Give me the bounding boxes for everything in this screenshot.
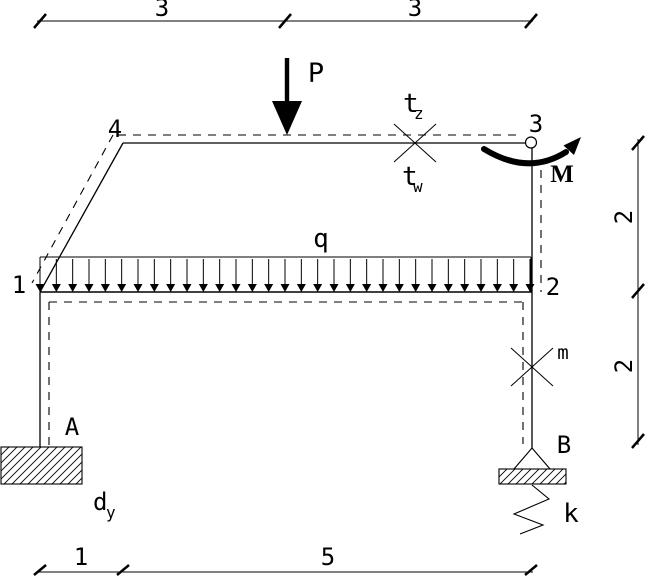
load-arrow-head [149,284,159,292]
frame-members [39,142,533,448]
support-a-direction-subscript: y [106,503,116,522]
load-arrow-head [378,284,388,292]
point-load-p: P [272,58,324,135]
spring-stiffness-label: k [563,499,579,529]
distributed-load-q: q [35,224,535,292]
node-label-1: 1 [12,271,26,299]
load-arrow-head [51,284,61,292]
moment-label: M [550,161,574,188]
node-labels: 1 2 3 4 [12,110,560,301]
point-load-shaft [284,58,290,103]
release-tw-label: t [402,162,418,192]
dimension-value: 5 [321,543,335,571]
support-b-block [498,468,567,485]
load-arrow-head [117,284,127,292]
spring-zigzag [512,484,551,535]
hinge-circle-node-3 [524,136,538,149]
support-a-direction-label: d [93,488,107,516]
moment-arc [481,146,569,167]
load-arrow-head [215,284,225,292]
load-arrow-head [394,284,404,292]
release-tz-subscript: z [414,104,424,123]
load-arrow-head [411,284,421,292]
support-a-label: A [65,413,80,441]
load-arrow-head [198,284,208,292]
dimension-value: 1 [74,543,88,571]
load-arrow-head [525,284,535,292]
load-arrow-head [362,284,372,292]
dimension-tick [278,13,292,29]
release-cross-m: m [510,342,569,387]
dimension-tick [631,433,645,449]
load-arrow-head [166,284,176,292]
dimension-value: 3 [155,0,169,22]
dimension-top: 3 3 [33,0,538,29]
release-cross-line [510,347,554,387]
axis-diagonal [31,134,114,284]
load-arrow-head [35,284,45,292]
release-tz-label: t [403,89,419,119]
distributed-load-arrows [35,259,535,292]
dimension-tick [524,13,538,29]
dimension-tick [116,564,130,576]
load-arrow-head [264,284,274,292]
load-arrow-head [345,284,355,292]
support-b: B k [498,431,579,535]
support-a: A d y [0,413,116,522]
release-tw-subscript: w [413,177,423,196]
release-m-label: m [557,342,568,364]
load-arrow-head [133,284,143,292]
load-arrow-head [476,284,486,292]
frame-axis-dashed [31,134,542,446]
load-arrow-head [100,284,110,292]
release-cross-line [393,123,437,163]
dimension-tick [33,13,47,29]
load-arrow-head [182,284,192,292]
dimension-tick [631,135,645,151]
load-arrow-head [68,284,78,292]
support-b-triangle [512,447,552,470]
moment-m: M [481,137,581,188]
load-arrow-head [84,284,94,292]
node-label-3: 3 [529,110,543,138]
support-a-block [0,446,83,485]
dimension-value: 2 [610,210,638,224]
load-arrow-head [280,284,290,292]
load-arrow-head [460,284,470,292]
point-load-label: P [308,58,324,89]
load-arrow-head [313,284,323,292]
member-diagonal [39,142,124,293]
distributed-load-label: q [313,224,329,254]
load-arrow-head [247,284,257,292]
load-arrow-head [509,284,519,292]
load-arrow-head [427,284,437,292]
dimension-tick [33,564,47,576]
dimension-tick [524,564,538,576]
load-arrow-head [296,284,306,292]
node-label-4: 4 [108,115,122,143]
dimension-right: 2 2 [610,135,645,449]
load-arrow-head [231,284,241,292]
load-arrow-head [443,284,453,292]
moment-arrowhead [563,137,581,155]
dimension-value: 3 [408,0,422,22]
dimension-tick [631,283,645,299]
node-label-2: 2 [546,273,560,301]
load-arrow-head [492,284,502,292]
support-b-label: B [557,431,571,459]
dimension-bottom: 1 5 [33,543,538,576]
load-arrow-head [329,284,339,292]
point-load-arrowhead [272,101,302,135]
release-cross-tz-tw: t z t w [393,89,437,196]
dimension-value: 2 [610,359,638,373]
